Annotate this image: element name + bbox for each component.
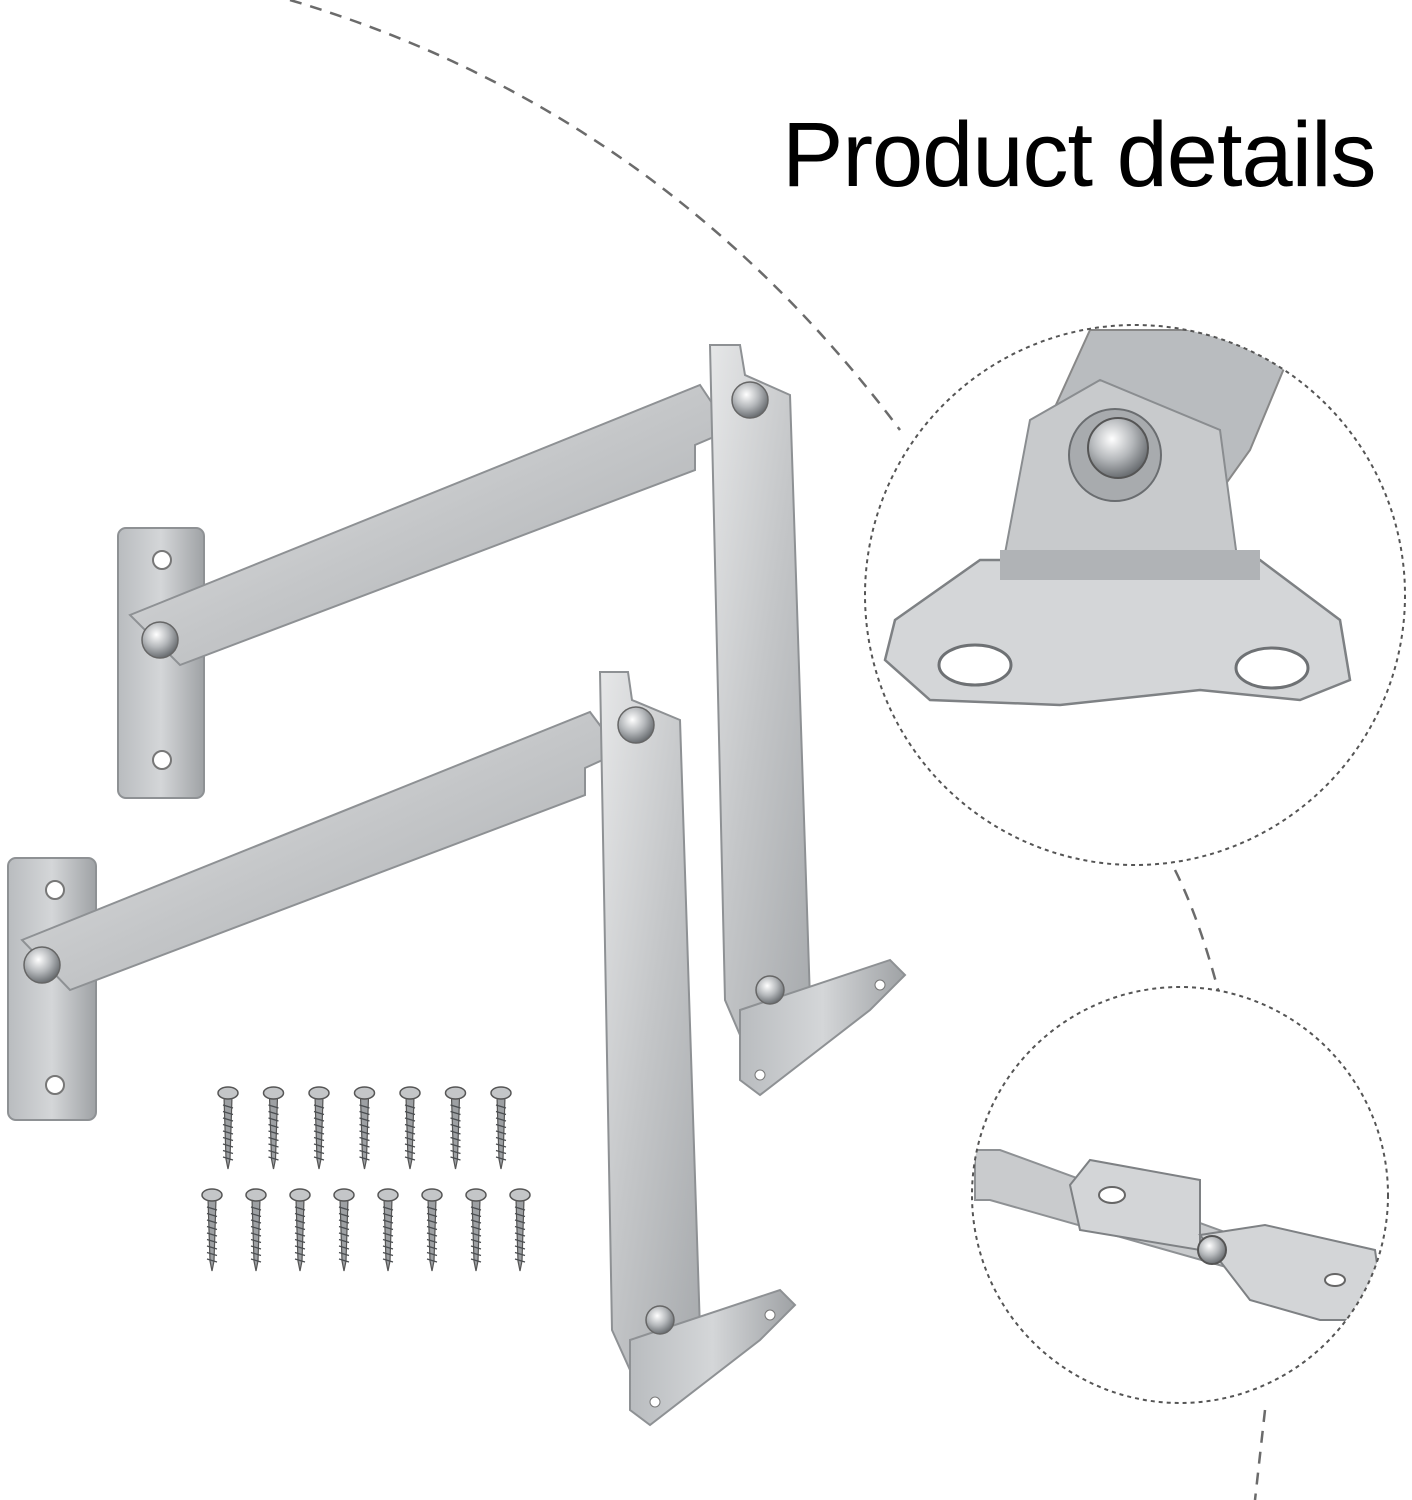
screw (399, 1086, 421, 1170)
dashed-guide-arc (289, 0, 901, 431)
stay-hinge-1 (117, 344, 907, 1097)
screw (509, 1188, 531, 1272)
screw (353, 1086, 376, 1170)
screw (201, 1188, 223, 1272)
page-title: Product details (782, 104, 1377, 206)
screw (490, 1086, 512, 1170)
screw (421, 1188, 443, 1272)
screw (262, 1086, 285, 1170)
detail-bracket-closeup (971, 986, 1389, 1404)
screw (217, 1086, 239, 1170)
screw (377, 1188, 399, 1272)
screw (289, 1188, 311, 1272)
screw (308, 1086, 330, 1170)
dashed-guide-line-bottom (1253, 1409, 1267, 1500)
screw (465, 1188, 487, 1272)
stay-hinge-2 (7, 671, 797, 1427)
screw (444, 1086, 467, 1170)
screw (333, 1188, 355, 1272)
screw (245, 1188, 267, 1272)
screws (201, 1086, 531, 1272)
detail-pivot-closeup (864, 324, 1406, 866)
